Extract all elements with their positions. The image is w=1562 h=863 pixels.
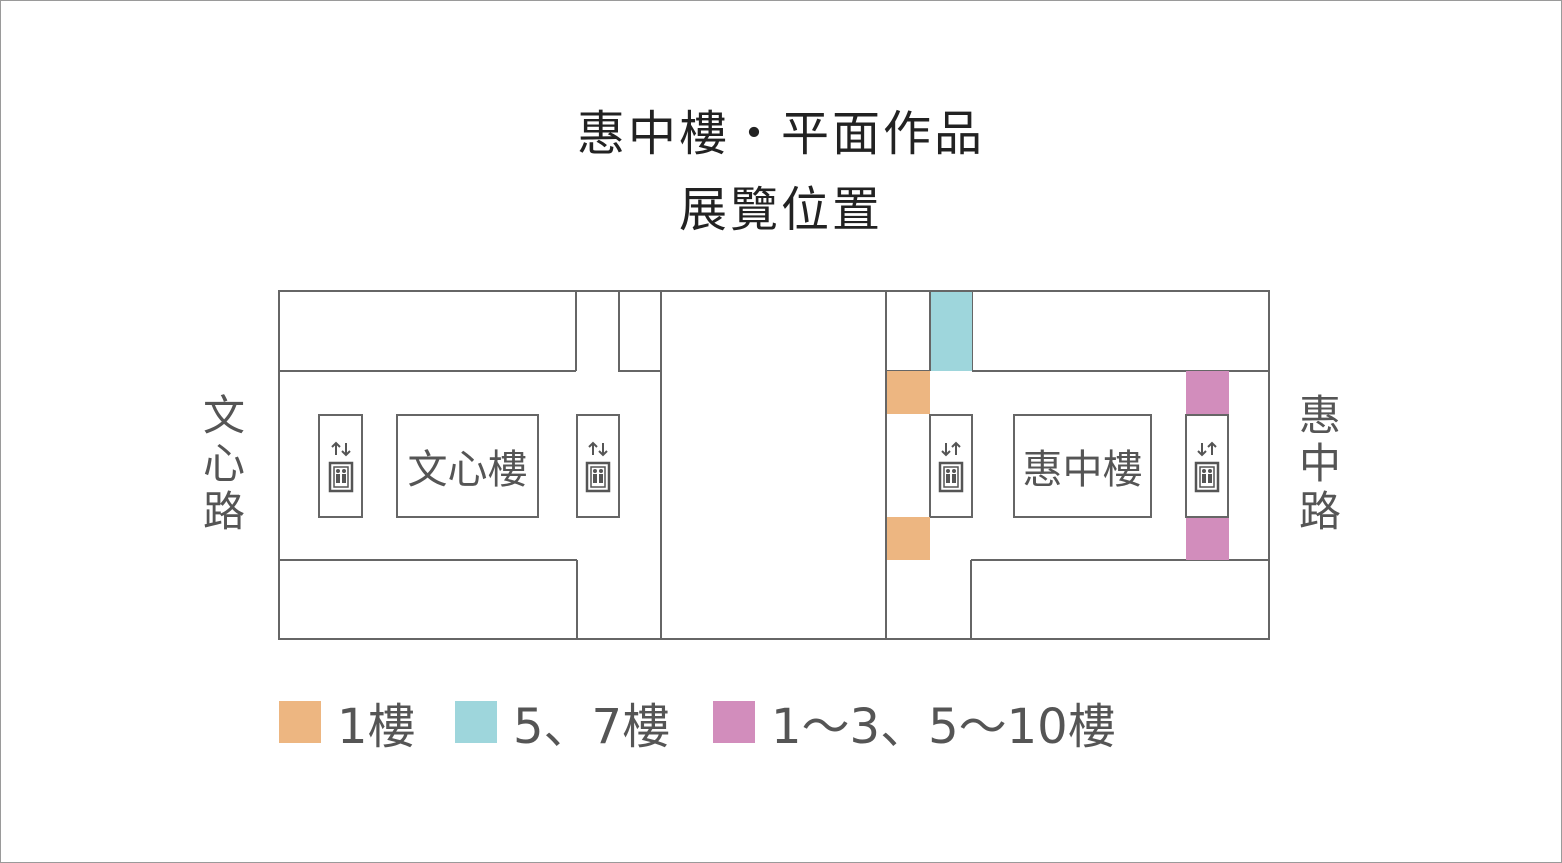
- road-char: 路: [1298, 487, 1341, 536]
- elevator-box-2: [576, 414, 620, 518]
- elevator-box-4: [1185, 414, 1229, 518]
- map-title-line-1: 惠中樓・平面作品: [576, 106, 985, 162]
- elevator-up-down-icon: [585, 441, 611, 493]
- legend-swatch: [455, 701, 497, 743]
- road-char: 文: [202, 391, 245, 440]
- zone-floor-5-7: [931, 292, 972, 371]
- huizhong-building-box: [1013, 414, 1152, 518]
- elevator-box-1: [318, 414, 363, 518]
- zone-floor-1-3-5-10-upper: [1186, 371, 1229, 415]
- building-label-wenxin: 文心樓: [407, 447, 528, 493]
- zone-floor-1-lower: [887, 517, 930, 560]
- stair-room-left: [618, 290, 662, 372]
- building-label-huizhong: 惠中樓: [1022, 447, 1143, 493]
- wenxin-building-box: [396, 414, 539, 518]
- legend-item-floor-1-3-5-10: 1～3、5～10樓: [713, 692, 1116, 755]
- legend-label: 1～3、5～10樓: [771, 699, 1116, 755]
- road-label-wenxin: 文 心 路: [194, 392, 254, 536]
- elevator-box-3: [929, 414, 973, 518]
- legend-swatch: [279, 701, 321, 743]
- zone-floor-1-upper: [887, 371, 930, 414]
- elevator-up-down-icon: [328, 441, 354, 493]
- legend-label: 5、7樓: [513, 699, 671, 755]
- road-char: 心: [202, 439, 245, 488]
- road-char: 惠: [1298, 391, 1341, 440]
- elevator-down-up-icon: [938, 441, 964, 493]
- map-title-line-2: 展覽位置: [678, 182, 883, 238]
- legend-swatch: [713, 701, 755, 743]
- legend-item-floor-5-7: 5、7樓: [455, 692, 670, 755]
- legend-item-floor-1: 1樓: [279, 692, 416, 755]
- road-label-huizhong: 惠 中 路: [1290, 392, 1350, 536]
- road-char: 中: [1298, 439, 1341, 488]
- zone-floor-1-3-5-10-lower: [1186, 517, 1229, 560]
- road-char: 路: [202, 487, 245, 536]
- elevator-down-up-icon: [1194, 441, 1220, 493]
- legend-label: 1樓: [337, 699, 416, 755]
- building-outline: [278, 290, 1270, 640]
